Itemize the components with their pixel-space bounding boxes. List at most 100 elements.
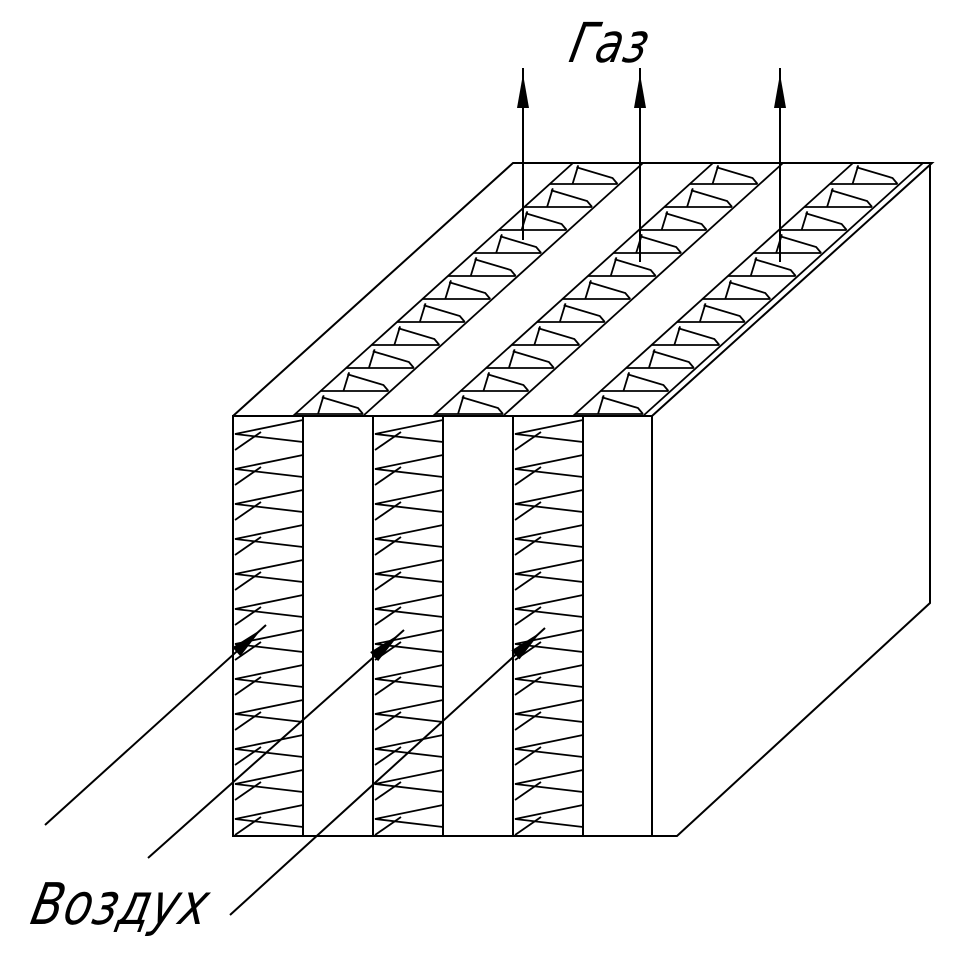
top-fin-wave	[639, 235, 682, 254]
top-fin-wave	[525, 212, 568, 231]
front-fin	[234, 524, 304, 548]
front-fin-channels	[234, 419, 584, 836]
top-fin-wave	[716, 166, 759, 185]
front-fin	[234, 769, 304, 793]
top-fin-wave	[499, 235, 542, 254]
gas-arrow-head	[774, 74, 786, 108]
top-fin-wave	[321, 396, 364, 415]
gas-arrow-head	[517, 74, 529, 108]
front-fin	[374, 489, 444, 513]
front-fin	[514, 629, 584, 653]
top-fin-wave	[347, 373, 390, 392]
front-fin	[514, 419, 584, 443]
front-fin	[234, 699, 304, 723]
air-flow-arrows	[44, 624, 546, 916]
top-fin-wave	[665, 212, 708, 231]
front-fin	[234, 629, 304, 653]
top-fin-wave	[372, 350, 415, 369]
front-fin	[374, 629, 444, 653]
front-fin	[374, 664, 444, 688]
front-fin	[374, 419, 444, 443]
top-fin-wave	[614, 258, 657, 277]
front-fin-diagonal	[374, 746, 402, 766]
front-fin-diagonal	[514, 711, 542, 731]
front-fin	[234, 419, 304, 443]
front-fin-diagonal	[234, 781, 262, 801]
air-arrow-head	[511, 632, 541, 660]
front-fin	[514, 524, 584, 548]
front-fin-diagonal	[234, 606, 262, 626]
top-fin-wave	[728, 281, 771, 300]
top-fin-wave	[550, 189, 593, 208]
top-fin-wave	[779, 235, 822, 254]
front-fin-diagonal	[234, 571, 262, 591]
front-fin-diagonal	[514, 431, 542, 451]
front-fin-diagonal	[514, 466, 542, 486]
front-fin-diagonal	[234, 676, 262, 696]
front-fin	[234, 804, 304, 828]
air-arrow-line	[229, 627, 546, 916]
top-fin-wave	[588, 281, 631, 300]
top-fin-wave	[461, 396, 504, 415]
front-fin	[234, 489, 304, 513]
top-channel-edge	[362, 162, 644, 417]
front-fin	[374, 804, 444, 828]
air-arrow-head	[232, 629, 262, 657]
top-fin-wave	[537, 327, 581, 346]
front-fin-diagonal	[514, 501, 542, 521]
front-fin	[374, 699, 444, 723]
front-fin	[514, 734, 584, 758]
front-fin-diagonal	[374, 816, 402, 836]
front-fin	[514, 664, 584, 688]
front-fin-diagonal	[234, 536, 262, 556]
front-fin	[514, 489, 584, 513]
front-fin	[374, 594, 444, 618]
gas-flow-arrows	[517, 68, 786, 262]
top-fin-wave	[423, 304, 466, 323]
top-fin-wave	[576, 166, 619, 185]
top-fin-wave	[652, 350, 695, 369]
front-fin-diagonal	[374, 781, 402, 801]
front-fin-diagonal	[234, 641, 262, 661]
front-fin-diagonal	[234, 711, 262, 731]
top-channel-edge	[502, 162, 784, 417]
air-arrow-head	[370, 633, 400, 662]
front-fin-diagonal	[514, 606, 542, 626]
top-fin-wave	[830, 189, 873, 208]
front-fin-diagonal	[234, 816, 262, 836]
front-fin	[234, 559, 304, 583]
front-fin-diagonal	[514, 676, 542, 696]
front-fin-diagonal	[374, 431, 402, 451]
front-fin	[514, 769, 584, 793]
top-fin-wave	[601, 396, 644, 415]
front-fin-diagonal	[374, 536, 402, 556]
front-fin-diagonal	[374, 711, 402, 731]
front-fin-diagonal	[374, 606, 402, 626]
front-fin-diagonal	[514, 571, 542, 591]
front-fin-diagonal	[374, 571, 402, 591]
air-arrow-line	[44, 624, 267, 826]
top-fin-wave	[690, 189, 733, 208]
front-fin	[514, 699, 584, 723]
front-fin	[234, 664, 304, 688]
top-fin-channels	[292, 162, 924, 417]
front-fin-diagonal	[514, 781, 542, 801]
front-fin-diagonal	[374, 501, 402, 521]
top-fin-wave	[627, 373, 670, 392]
front-fin	[514, 594, 584, 618]
top-fin-wave	[397, 327, 441, 346]
top-fin-wave	[805, 212, 848, 231]
front-fin-diagonal	[234, 501, 262, 521]
top-fin-wave	[448, 281, 491, 300]
top-face-outline	[232, 162, 935, 417]
top-channel-edge	[432, 162, 714, 417]
front-fin	[374, 734, 444, 758]
top-fin-wave	[856, 166, 899, 185]
front-fin	[514, 454, 584, 478]
air-label: Воздух	[25, 870, 217, 938]
side-face-outline	[652, 163, 931, 837]
front-fin	[374, 524, 444, 548]
top-fin-wave	[703, 304, 746, 323]
gas-label: Газ	[564, 12, 656, 76]
